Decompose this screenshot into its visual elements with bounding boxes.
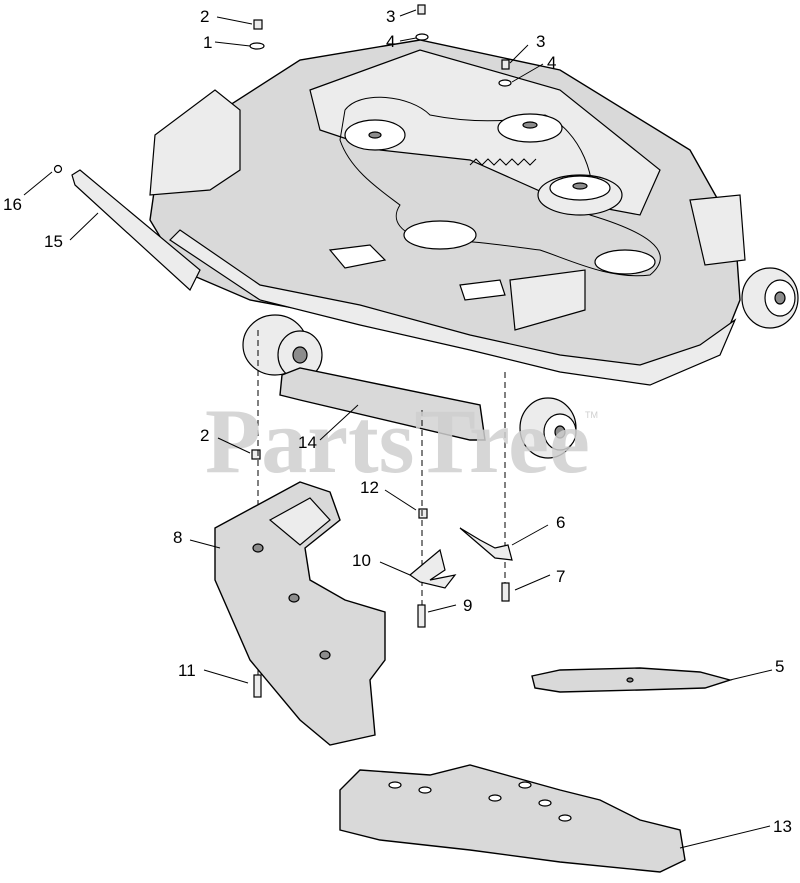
deflector-strip [71,169,201,291]
callout-labels: 2 1 3 4 3 4 16 15 2 14 12 8 6 10 7 9 11 … [3,7,792,836]
callout-10: 10 [352,551,371,570]
mulch-insert-10 [409,548,457,589]
watermark: PartsTree [205,390,590,492]
callout-3-right: 3 [536,32,545,51]
callout-8: 8 [173,528,182,547]
callout-5: 5 [775,657,784,676]
mower-deck-assembly [149,39,799,459]
callout-6: 6 [556,513,565,532]
top-hardware [249,4,512,519]
mulch-cover [339,764,686,873]
watermark-trademark: TM [585,410,598,420]
callout-15: 15 [44,232,63,251]
callout-2-top: 2 [200,7,209,26]
baffle [279,367,486,441]
callout-9: 9 [463,596,472,615]
callout-13: 13 [773,817,792,836]
screw-16 [53,164,63,174]
callout-11: 11 [178,661,196,680]
callout-12: 12 [360,478,379,497]
callout-7: 7 [556,567,565,586]
anti-scalp-wheel-right-front [519,397,577,459]
callout-16: 16 [3,195,22,214]
leader-lines [23,9,773,849]
anti-scalp-wheel-right-rear [741,267,799,329]
anti-scalp-wheel-left [242,314,323,380]
mulch-insert-6 [459,527,513,561]
callout-14: 14 [298,433,317,452]
callout-4-right: 4 [547,53,556,72]
callout-2-mid: 2 [200,426,209,445]
callout-3-left: 3 [386,7,395,26]
callout-1: 1 [203,33,212,52]
bolts [253,582,510,698]
callout-4-left: 4 [386,32,395,51]
